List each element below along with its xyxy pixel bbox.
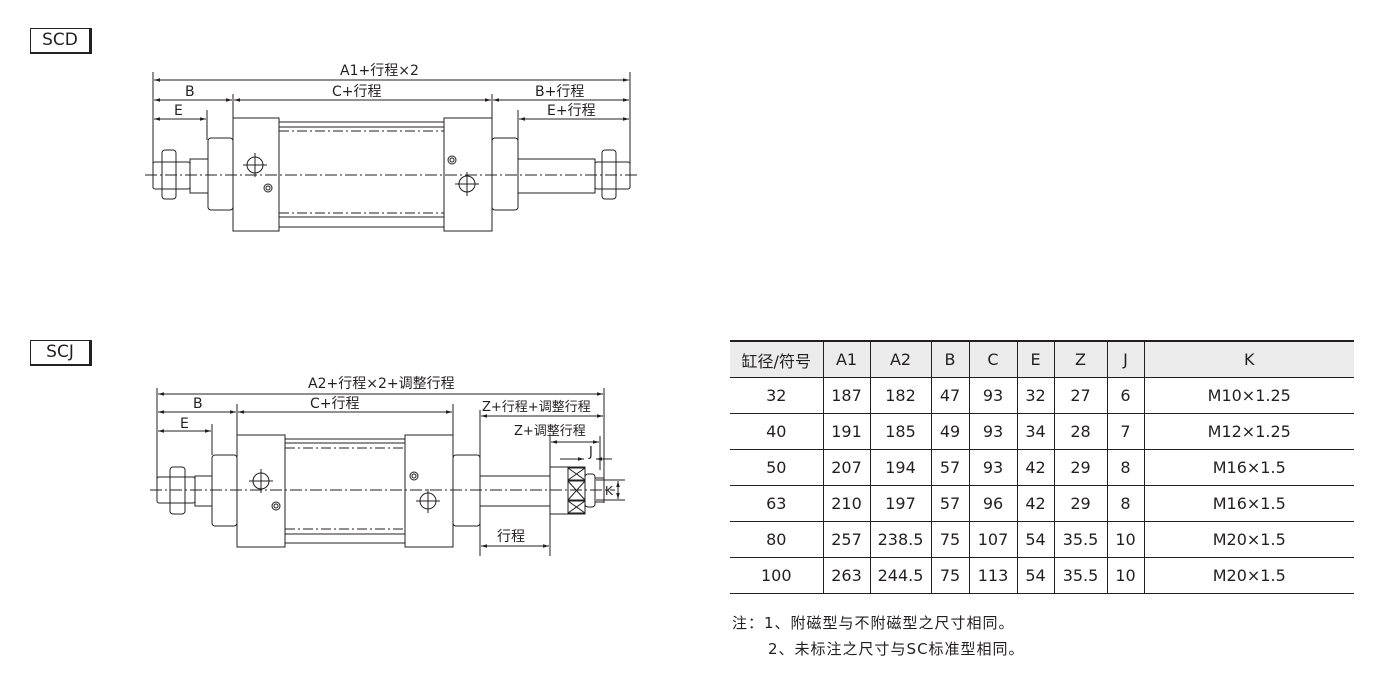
table-cell: 80 (730, 521, 823, 558)
table-cell: 35.5 (1053, 521, 1107, 558)
header-c: C (968, 340, 1017, 378)
table-header-row: 缸径/符号 A1 A2 B C E Z J K (730, 340, 1354, 378)
scj-dim-z-full: Z+行程+调整行程 (482, 400, 591, 415)
table-cell: 8 (1106, 485, 1144, 522)
scj-model-tag: SCJ (30, 340, 92, 366)
table-cell: 75 (930, 557, 969, 594)
table-cell: 187 (822, 377, 870, 414)
table-cell: 34 (1016, 413, 1054, 450)
note-2: 2、未标注之尺寸与SC标准型相同。 (768, 640, 1025, 658)
table-cell: 244.5 (869, 557, 931, 594)
scj-dim-e: E (180, 416, 189, 432)
scj-dim-b: B (193, 396, 203, 412)
table-cell: 96 (968, 485, 1017, 522)
table-cell: 210 (822, 485, 870, 522)
table-cell: M12×1.25 (1143, 413, 1354, 450)
scd-dim-e: E (174, 103, 183, 119)
scd-dim-c: C+行程 (332, 84, 382, 100)
table-cell: 238.5 (869, 521, 931, 558)
table-cell: 47 (930, 377, 969, 414)
table-cell: 54 (1016, 557, 1054, 594)
table-cell: M10×1.25 (1143, 377, 1354, 414)
table-cell: 107 (968, 521, 1017, 558)
table-cell: 263 (822, 557, 870, 594)
table-cell: 27 (1053, 377, 1107, 414)
scd-drawing: A1+行程×2 B C+行程 B+行程 E E+行程 (145, 63, 640, 232)
table-cell: 54 (1016, 521, 1054, 558)
table-cell: M20×1.5 (1143, 521, 1354, 558)
table-cell: 32 (730, 377, 823, 414)
table-cell: M16×1.5 (1143, 449, 1354, 486)
header-a2: A2 (869, 340, 931, 378)
notes: 注：1、附磁型与不附磁型之尺寸相同。 2、未标注之尺寸与SC标准型相同。 (732, 610, 1025, 662)
table-cell: 93 (968, 449, 1017, 486)
header-j: J (1106, 340, 1144, 378)
header-a1: A1 (822, 340, 870, 378)
scj-dim-a2: A2+行程×2+调整行程 (308, 376, 455, 392)
scj-drawing: A2+行程×2+调整行程 B C+行程 Z+行程+调整行程 Z+调整行程 E J… (150, 376, 625, 556)
table-cell: M16×1.5 (1143, 485, 1354, 522)
table-cell: 194 (869, 449, 931, 486)
scj-dim-j: J (588, 445, 593, 460)
table-cell: 42 (1016, 485, 1054, 522)
table-cell: 42 (1016, 449, 1054, 486)
table-cell: 185 (869, 413, 931, 450)
scd-dim-b: B (185, 84, 195, 100)
scj-dim-stroke: 行程 (497, 529, 525, 545)
table-cell: 191 (822, 413, 870, 450)
scd-cylinder-body (145, 117, 640, 232)
scd-model-tag: SCD (30, 28, 92, 54)
scj-cylinder-body (150, 434, 615, 548)
table-cell: 35.5 (1053, 557, 1107, 594)
table-cell: 32 (1016, 377, 1054, 414)
table-cell: 10 (1106, 557, 1144, 594)
note-1: 注：1、附磁型与不附磁型之尺寸相同。 (732, 614, 1015, 632)
table-cell: 63 (730, 485, 823, 522)
table-cell: 100 (730, 557, 823, 594)
scd-dim-b-stroke: B+行程 (535, 84, 584, 100)
table-cell: 113 (968, 557, 1017, 594)
table-cell: 10 (1106, 521, 1144, 558)
header-b: B (930, 340, 969, 378)
table-cell: 49 (930, 413, 969, 450)
table-cell: 28 (1053, 413, 1107, 450)
table-cell: 57 (930, 449, 969, 486)
table-cell: 93 (968, 413, 1017, 450)
table-cell: 7 (1106, 413, 1144, 450)
scd-dimension-lines (152, 72, 631, 188)
scd-dim-e-stroke: E+行程 (547, 103, 596, 119)
table-cell: 93 (968, 377, 1017, 414)
header-e: E (1016, 340, 1054, 378)
table-cell: 29 (1053, 449, 1107, 486)
scj-dim-z-adj: Z+调整行程 (514, 424, 586, 439)
table-cell: 29 (1053, 485, 1107, 522)
table-cell: 50 (730, 449, 823, 486)
table-cell: 75 (930, 521, 969, 558)
header-bore: 缸径/符号 (730, 340, 823, 378)
table-cell: 40 (730, 413, 823, 450)
table-cell: 57 (930, 485, 969, 522)
header-k: K (1143, 340, 1354, 378)
table-cell: 182 (869, 377, 931, 414)
header-z: Z (1053, 340, 1107, 378)
scj-dim-c: C+行程 (310, 396, 360, 412)
table-cell: 6 (1106, 377, 1144, 414)
table-cell: 8 (1106, 449, 1144, 486)
scd-dim-a1: A1+行程×2 (340, 63, 419, 79)
table-cell: M20×1.5 (1143, 557, 1354, 594)
scj-dim-k: K (605, 484, 614, 498)
table-cell: 197 (869, 485, 931, 522)
table-cell: 207 (822, 449, 870, 486)
table-cell: 257 (822, 521, 870, 558)
